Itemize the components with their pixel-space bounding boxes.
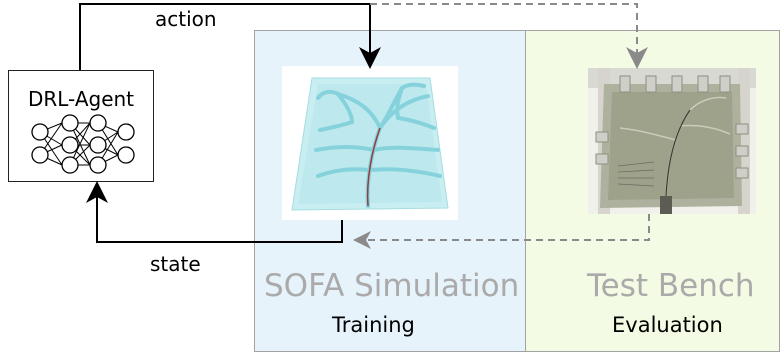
bench-subtitle: Evaluation (612, 313, 723, 337)
action-arrow (79, 3, 381, 70)
simulation-title: SOFA Simulation (264, 268, 520, 304)
test-bench-photo (588, 68, 756, 214)
state-label: state (150, 252, 201, 276)
state-arrow (86, 181, 343, 243)
state-arrow-dashed (353, 214, 650, 249)
action-label: action (155, 7, 217, 31)
simulation-subtitle: Training (332, 313, 415, 337)
vessel-phantom-image (282, 66, 458, 220)
bench-title: Test Bench (587, 268, 755, 304)
agent-label: DRL-Agent (27, 87, 135, 111)
neural-network-icon (31, 114, 135, 174)
action-arrow-dashed (370, 3, 648, 69)
